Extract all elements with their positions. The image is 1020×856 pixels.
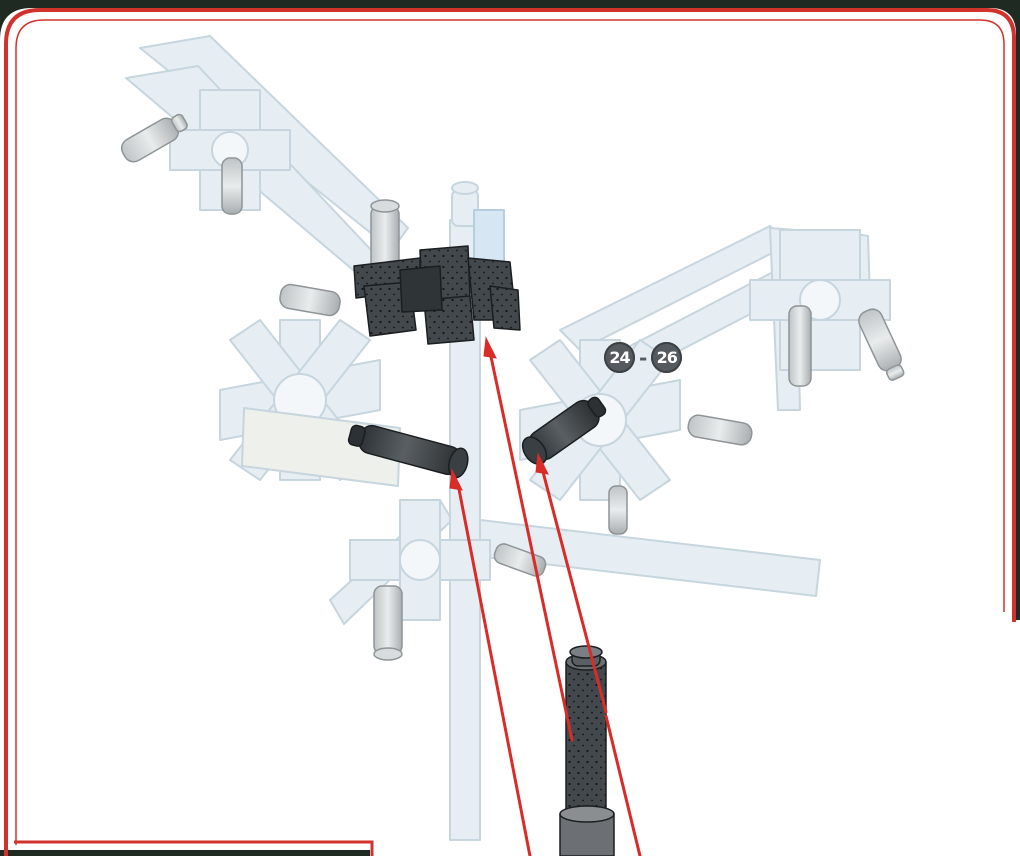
grey-pin [374,586,402,660]
step-start-badge: 24 [604,342,635,373]
step-range-label: 24 - 26 [604,342,682,373]
dark-rod [560,646,614,856]
grey-pin [371,200,399,270]
grey-pin [222,158,242,214]
grey-pin [609,486,627,534]
step-end-badge: 26 [651,342,682,373]
step-range-separator: - [639,346,647,370]
grey-pin [789,306,811,386]
